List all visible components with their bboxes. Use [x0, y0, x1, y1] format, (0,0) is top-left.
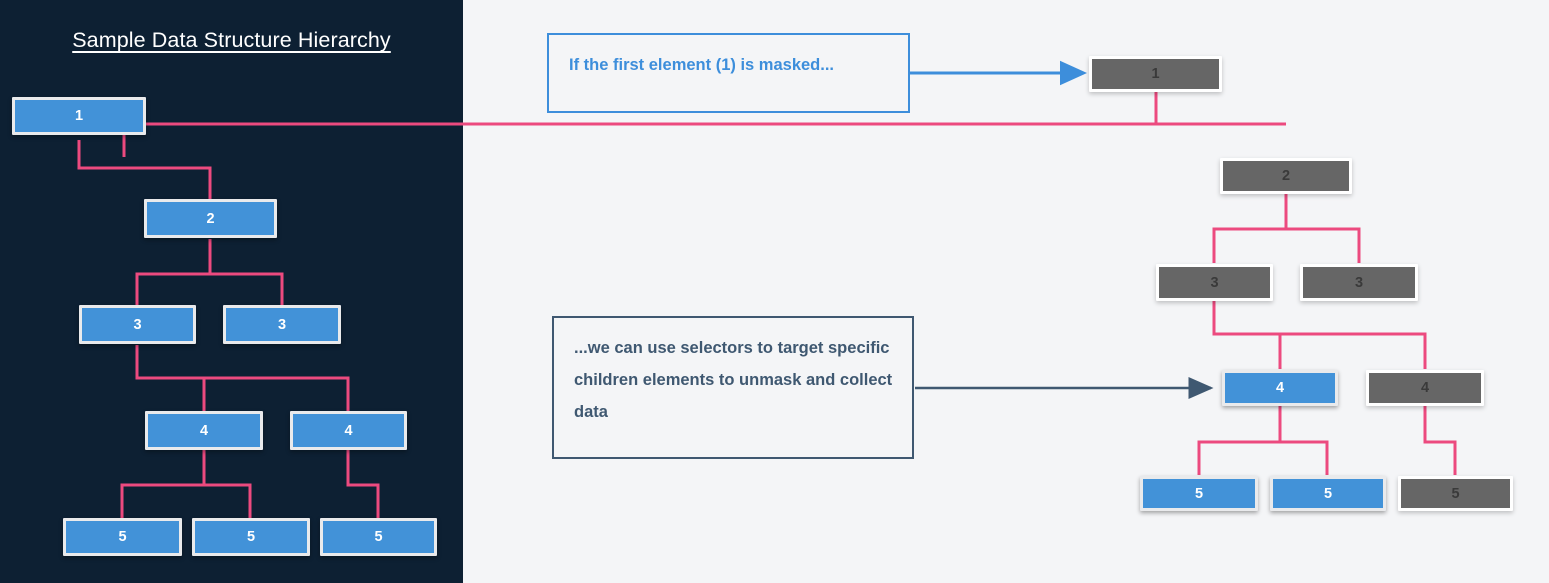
right-node-5c[interactable]: 5 [1398, 476, 1513, 511]
node-label: 3 [277, 316, 287, 333]
node-label: 5 [374, 529, 383, 545]
node-label: 2 [206, 210, 215, 227]
callout-text: If the first element (1) is masked... [569, 56, 834, 74]
left-node-4b[interactable]: 4 [290, 411, 407, 450]
node-label: 4 [1275, 380, 1285, 396]
node-label: 3 [1354, 274, 1364, 291]
left-node-3b[interactable]: 3 [223, 305, 341, 344]
left-node-4a[interactable]: 4 [145, 411, 263, 450]
node-label: 3 [1210, 274, 1219, 291]
right-node-5a[interactable]: 5 [1140, 476, 1258, 511]
left-node-1[interactable]: 1 [12, 97, 146, 135]
page-title: Sample Data Structure Hierarchy [72, 28, 391, 52]
node-label: 5 [118, 529, 127, 545]
right-node-3b[interactable]: 3 [1300, 264, 1418, 301]
right-node-5b[interactable]: 5 [1270, 476, 1386, 511]
left-node-2[interactable]: 2 [144, 199, 277, 238]
callout-selectors[interactable]: ...we can use selectors to target specif… [552, 316, 914, 459]
node-label: 4 [199, 422, 209, 439]
node-label: 1 [1151, 66, 1160, 82]
node-label: 5 [246, 529, 256, 545]
node-label: 4 [1420, 380, 1430, 396]
node-label: 5 [1451, 485, 1460, 502]
right-node-2[interactable]: 2 [1220, 158, 1352, 194]
node-label: 1 [74, 108, 84, 124]
left-panel [0, 0, 463, 583]
node-label: 2 [1281, 168, 1291, 184]
callout-text: ...we can use selectors to target specif… [574, 339, 893, 422]
left-node-5c[interactable]: 5 [320, 518, 437, 556]
node-label: 5 [1194, 485, 1204, 502]
right-node-3a[interactable]: 3 [1156, 264, 1273, 301]
callout-masked[interactable]: If the first element (1) is masked... [547, 33, 910, 113]
left-node-5a[interactable]: 5 [63, 518, 182, 556]
right-node-1[interactable]: 1 [1089, 56, 1222, 92]
node-label: 4 [344, 422, 353, 439]
right-node-4b[interactable]: 4 [1366, 370, 1484, 406]
left-node-3a[interactable]: 3 [79, 305, 196, 344]
node-label: 3 [133, 316, 142, 333]
left-node-5b[interactable]: 5 [192, 518, 310, 556]
right-node-4a[interactable]: 4 [1222, 370, 1338, 406]
node-label: 5 [1323, 485, 1333, 502]
